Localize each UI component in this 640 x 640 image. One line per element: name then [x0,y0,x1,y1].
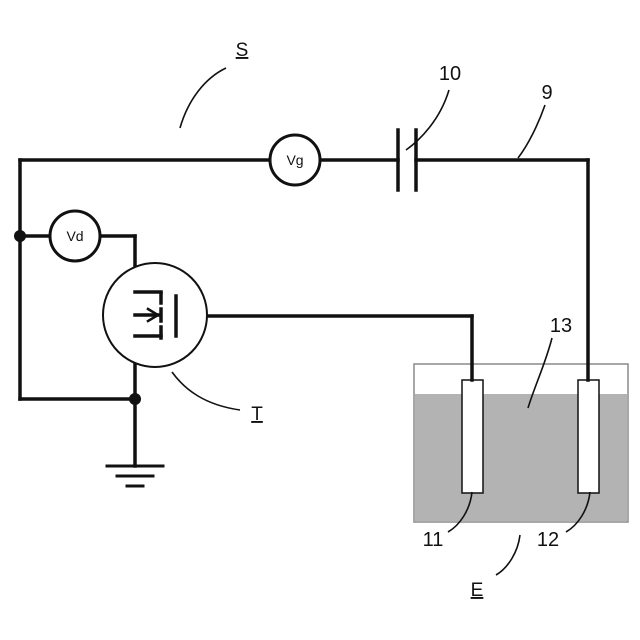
drain-meter-label: Vd [66,228,83,244]
label-transistor: T [251,404,263,425]
label-system: S [236,40,249,61]
label-electrolyte-cell: E [471,580,484,601]
drain-voltage-meter: Vd [50,211,100,261]
gate-meter-label: Vg [286,152,303,168]
label-solution-13: 13 [550,315,572,337]
capacitor-10 [398,130,416,190]
junction-dot-left [14,230,26,242]
leader-E [496,535,520,575]
electrode-11 [462,380,483,493]
leader-10 [406,90,449,150]
leader-9 [518,105,545,158]
leader-T [172,372,240,410]
electrode-12 [578,380,599,493]
label-electrode-11: 11 [423,529,444,551]
leader-S [180,68,226,128]
junction-dot-source [129,393,141,405]
label-electrode-12: 12 [537,529,559,551]
gate-voltage-meter: Vg [270,135,320,185]
transistor-symbol [103,263,207,367]
label-capacitor-10: 10 [439,63,461,85]
label-wire-9: 9 [541,82,552,104]
ground-symbol [107,466,163,486]
